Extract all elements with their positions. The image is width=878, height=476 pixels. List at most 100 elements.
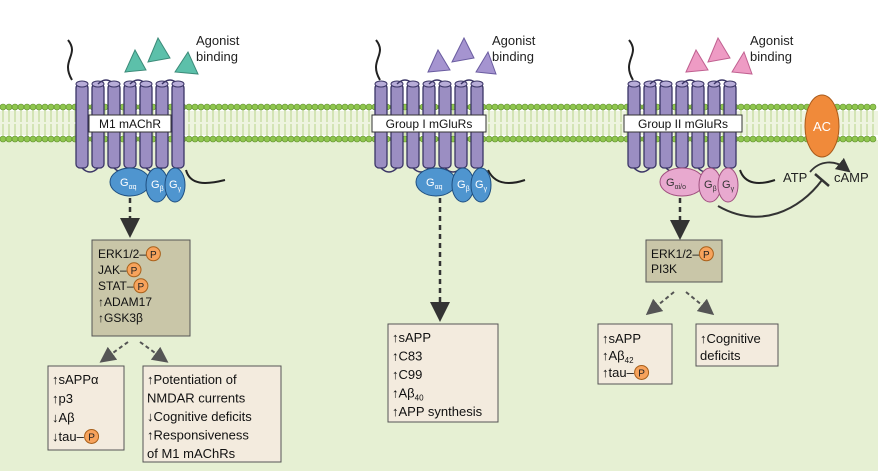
transmembrane-helix	[75, 83, 89, 169]
lipid-head	[485, 103, 493, 111]
phospho-badge	[634, 364, 650, 380]
helix-cap	[406, 80, 420, 88]
lipid-head	[743, 103, 751, 111]
lipid-head	[845, 135, 853, 143]
lipid-head	[347, 103, 355, 111]
lipid-head	[41, 135, 49, 143]
lipid-head	[755, 103, 763, 111]
lipid-head	[227, 135, 235, 143]
adenylyl-cyclase: AC	[804, 94, 840, 158]
lipid-head	[839, 103, 847, 111]
lipid-head	[599, 103, 607, 111]
agonist-triangle	[707, 36, 731, 63]
lipid-head	[317, 103, 325, 111]
lipid-head	[851, 135, 859, 143]
agonist-label-line2: binding	[750, 49, 792, 64]
lipid-head	[533, 103, 541, 111]
g-beta-label: Gβ	[704, 179, 717, 193]
lipid-head	[317, 135, 325, 143]
lipid-head	[29, 135, 37, 143]
lipid-head	[359, 135, 367, 143]
lipid-head	[737, 135, 745, 143]
lipid-head	[869, 103, 877, 111]
lipid-head	[215, 135, 223, 143]
lipid-head	[761, 103, 769, 111]
lipid-head	[749, 135, 757, 143]
lipid-head	[0, 103, 7, 111]
helix-cap	[627, 80, 641, 88]
receptor-label-box	[623, 114, 743, 133]
lipid-head	[359, 103, 367, 111]
helix-cap	[470, 80, 484, 88]
list-entry: ↓tau–	[52, 429, 85, 444]
lipid-head	[617, 103, 625, 111]
g-gamma-subunit	[164, 167, 186, 203]
lipid-head	[569, 135, 577, 143]
lipid-head	[353, 103, 361, 111]
app-effects-list: ↑sAPP↑Aβ42↑tau–P	[602, 331, 650, 380]
lipid-head	[53, 103, 61, 111]
g-alpha-label: Gαq	[426, 177, 443, 191]
receptor-n-terminus	[628, 39, 634, 81]
lipid-head	[311, 103, 319, 111]
cognitive-effects-box	[695, 323, 779, 367]
receptor-n-terminus	[375, 39, 381, 81]
lipid-head	[491, 103, 499, 111]
helix-cap	[107, 80, 121, 88]
lipid-head	[191, 135, 199, 143]
lipid-head	[59, 135, 67, 143]
g-alpha-label: Gαq	[120, 177, 137, 191]
lipid-head	[305, 135, 313, 143]
lipid-head	[563, 135, 571, 143]
atp-to-camp-arrow	[809, 157, 851, 173]
lipid-head	[299, 135, 307, 143]
g-gamma-subunit	[470, 167, 492, 203]
phospho-badge	[133, 278, 149, 294]
lipid-head	[551, 103, 559, 111]
lipid-head	[23, 135, 31, 143]
helix-cap	[438, 80, 452, 88]
phospho-badge	[698, 246, 714, 262]
helix-cap	[723, 80, 737, 88]
g-beta-label: Gβ	[151, 179, 164, 193]
lipid-head	[737, 103, 745, 111]
inhibition-bar	[814, 173, 830, 187]
helix-cap	[691, 80, 705, 88]
helix-loop	[633, 167, 651, 173]
phospho-badge	[84, 428, 100, 444]
lipid-head	[287, 103, 295, 111]
list-entry: ↑p3	[52, 391, 73, 406]
lipid-head	[557, 135, 565, 143]
lipid-head	[245, 103, 253, 111]
phospho-label: P	[703, 250, 710, 261]
lipid-head	[191, 103, 199, 111]
lipid-head	[197, 103, 205, 111]
agonist-triangles	[124, 36, 199, 75]
helix-cap	[139, 80, 153, 88]
g-gamma-subunit	[717, 167, 739, 203]
list-entry: ↑Aβ42	[602, 348, 634, 365]
lipid-head	[611, 103, 619, 111]
receptor-n-terminus	[67, 39, 73, 81]
lipid-head	[305, 103, 313, 111]
lipid-head	[347, 135, 355, 143]
agonist-triangle	[427, 48, 451, 73]
receptor-c-tail	[739, 169, 776, 184]
g-gamma-label: Gγ	[475, 179, 488, 193]
lipid-head	[509, 103, 517, 111]
lipid-head	[527, 135, 535, 143]
phospho-label: P	[150, 250, 157, 261]
lipid-head	[239, 103, 247, 111]
lipid-head	[275, 135, 283, 143]
g-protein: Gαq Gβ Gγ	[415, 167, 492, 203]
list-entry: ↓Cognitive deficits	[147, 409, 252, 424]
lipid-head	[341, 135, 349, 143]
lipid-head	[365, 103, 373, 111]
list-entry: ↑C99	[392, 367, 422, 382]
helix-loop	[380, 167, 398, 173]
transmembrane-helix	[171, 83, 185, 169]
agonist-label-line1: Agonist	[196, 33, 240, 48]
